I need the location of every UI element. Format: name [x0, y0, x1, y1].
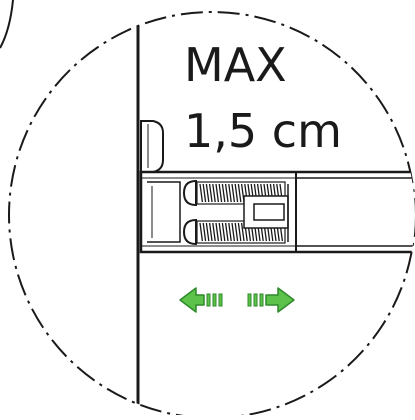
outer-arc: [0, 0, 14, 49]
arrow-left-icon: [179, 287, 223, 313]
detail-circle: [8, 11, 415, 419]
dimension-label: 1,5 cm: [184, 104, 342, 158]
bracket: [147, 181, 181, 243]
screw-head-top: [182, 179, 197, 207]
screw-head-bottom: [182, 218, 197, 246]
arrow-right-icon: [247, 287, 295, 313]
max-label: MAX: [184, 38, 287, 92]
knob-cap: [140, 120, 164, 173]
